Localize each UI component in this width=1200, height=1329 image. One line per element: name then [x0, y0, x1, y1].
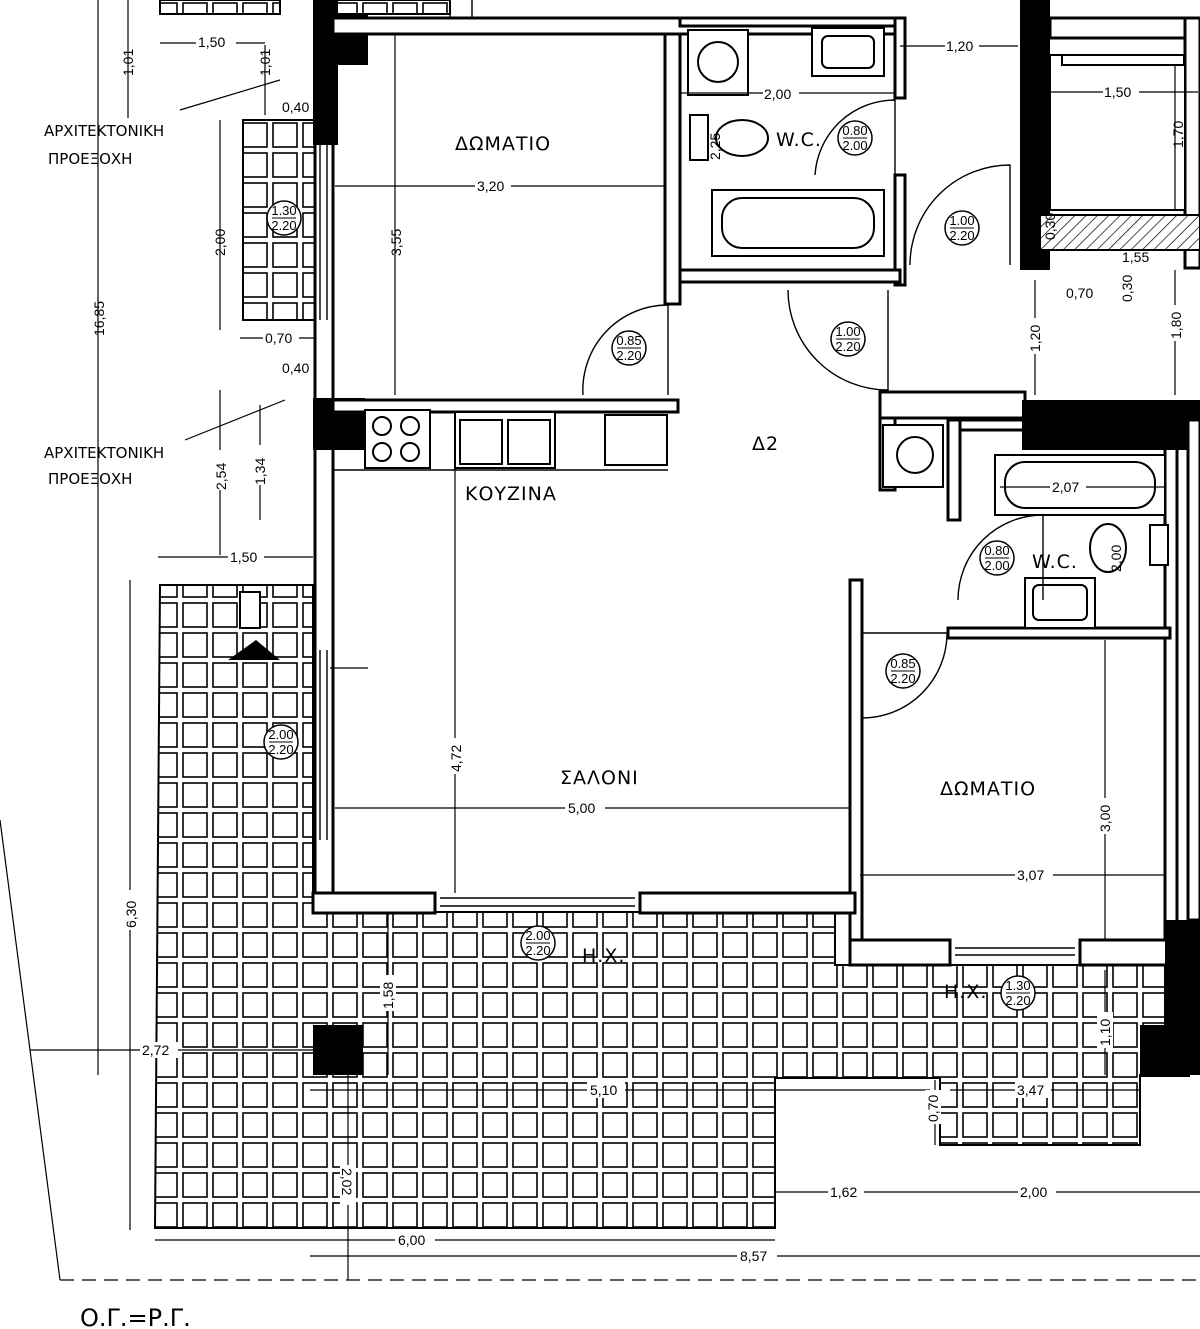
dim-label: 0,70 [265, 330, 292, 346]
dim-label: 1,01 [120, 49, 136, 76]
dim-label: 1,20 [946, 38, 973, 54]
dim-label: 2,72 [142, 1042, 169, 1058]
dim-label: 2,25 [707, 133, 723, 160]
dim-label: 8,57 [740, 1248, 767, 1264]
dim-label: 1,10 [1097, 1019, 1113, 1046]
opening-width: 1.00 [949, 213, 974, 228]
opening-marker: 2.00 2.20 [520, 925, 556, 961]
opening-height: 2.20 [949, 228, 974, 243]
opening-marker: 2.00 2.20 [263, 724, 299, 760]
room-label-wc-2: W.C. [1032, 551, 1078, 573]
opening-marker: 0.85 2.20 [611, 330, 647, 366]
opening-marker: 1.30 2.20 [266, 200, 302, 236]
dim-label: 5,00 [568, 800, 595, 816]
dimension-labels: 1,01 1,50 1,01 0,40 1,20 2,00 2,25 1,50 … [91, 34, 1186, 1264]
projection-note-2-line-2: ΠΡΟΕΞΟΧΗ [48, 470, 132, 488]
opening-width: 1.00 [835, 324, 860, 339]
dim-label: 2,07 [1052, 479, 1079, 495]
opening-height: 2.20 [890, 671, 915, 686]
toilet-1 [715, 119, 769, 157]
dim-label: 1,50 [198, 34, 225, 50]
opening-marker: 0.85 2.20 [885, 653, 921, 689]
room-label-bedroom-1: ΔΩΜΑΤΙΟ [455, 133, 551, 155]
opening-width: 1.30 [1005, 978, 1030, 993]
dim-label: 2,02 [339, 1168, 355, 1195]
dim-label: 3,55 [388, 229, 404, 256]
dim-label: 0,40 [282, 360, 309, 376]
room-label-hall: Δ2 [752, 433, 779, 455]
room-label-wc-1: W.C. [776, 129, 822, 151]
opening-marker: 1.30 2.20 [1000, 975, 1036, 1011]
dim-label: 0,40 [282, 99, 309, 115]
opening-height: 2.20 [616, 348, 641, 363]
fixtures [228, 27, 1186, 660]
notes: ΑΡΧΙΤΕΚΤΟΝΙΚΗ ΠΡΟΕΞΟΧΗ ΑΡΧΙΤΕΚΤΟΝΙΚΗ ΠΡΟ… [44, 122, 191, 1329]
dim-label: 6,00 [398, 1232, 425, 1248]
dim-label: 1,01 [257, 49, 273, 76]
opening-height: 2.20 [271, 218, 296, 233]
opening-height: 2.00 [984, 558, 1009, 573]
opening-markers: 1.30 2.20 0.85 2.20 0.80 2.00 1.00 2.20 … [263, 120, 1036, 1011]
dim-label: 0,30 [1119, 275, 1135, 302]
projection-note-2-line-1: ΑΡΧΙΤΕΚΤΟΝΙΚΗ [44, 444, 164, 462]
dim-label: 1,80 [1168, 312, 1184, 339]
dim-label: 2,54 [213, 463, 229, 490]
door-swings [582, 99, 1044, 719]
opening-width: 0.80 [984, 543, 1009, 558]
opening-width: 0.85 [616, 333, 641, 348]
dim-label: 0,70 [1066, 285, 1093, 301]
room-labels: ΔΩΜΑΤΙΟ ΚΟΥΖΙΝΑ ΣΑΛΟΝΙ Δ2 ΔΩΜΑΤΙΟ W.C. W… [455, 129, 1078, 1003]
opening-marker: 0.80 2.00 [837, 120, 873, 156]
opening-width: 1.30 [271, 203, 296, 218]
room-label-hx-1: Η.Χ. [582, 945, 625, 967]
dim-label: 6,30 [123, 901, 139, 928]
dim-label: 3,47 [1017, 1082, 1044, 1098]
opening-width: 2.00 [525, 928, 550, 943]
dim-label: 0,70 [925, 1095, 941, 1122]
room-label-hx-2: Η.Χ. [944, 981, 987, 1003]
dim-label: 3,20 [477, 178, 504, 194]
room-label-kitchen: ΚΟΥΖΙΝΑ [465, 483, 557, 505]
room-label-living: ΣΑΛΟΝΙ [560, 767, 639, 789]
opening-height: 2.00 [842, 138, 867, 153]
dim-label: 5,10 [590, 1082, 617, 1098]
opening-height: 2.20 [525, 943, 550, 958]
dim-label: 2,00 [1108, 545, 1124, 572]
projection-note-1-line-1: ΑΡΧΙΤΕΚΤΟΝΙΚΗ [44, 122, 164, 140]
opening-width: 0.85 [890, 656, 915, 671]
opening-marker: 1.00 2.20 [830, 321, 866, 357]
dim-label: 1,34 [252, 458, 268, 485]
dim-label: 3,07 [1017, 867, 1044, 883]
dim-label: 1,50 [230, 549, 257, 565]
opening-height: 2.20 [1005, 993, 1030, 1008]
opening-width: 2.00 [268, 727, 293, 742]
opening-height: 2.20 [835, 339, 860, 354]
toilet-2 [1089, 523, 1127, 573]
dim-label: 1,55 [1122, 249, 1149, 265]
opening-height: 2.20 [268, 742, 293, 757]
dim-label: 1,50 [1104, 84, 1131, 100]
dim-label: 1,20 [1027, 325, 1043, 352]
dim-label: 4,72 [448, 745, 464, 772]
opening-width: 0.80 [842, 123, 867, 138]
dishwasher [604, 414, 668, 466]
dim-label: 3,00 [1097, 805, 1113, 832]
opening-marker: 0.80 2.00 [979, 540, 1015, 576]
dim-label: 2,00 [1020, 1184, 1047, 1200]
dim-label: 1,58 [380, 982, 396, 1009]
dim-label: 16,85 [91, 301, 107, 336]
dim-label: 1,62 [830, 1184, 857, 1200]
room-label-bedroom-2: ΔΩΜΑΤΙΟ [940, 778, 1036, 800]
cooktop [364, 409, 431, 469]
projection-note-1-line-2: ΠΡΟΕΞΟΧΗ [48, 150, 132, 168]
opening-marker: 1.00 2.20 [944, 210, 980, 246]
dim-label: 1,70 [1170, 121, 1186, 148]
toilet-tank-1 [689, 114, 709, 161]
dim-label: 0,30 [1042, 213, 1058, 240]
dim-label: 2,00 [212, 229, 228, 256]
footer-note: Ο.Γ.=Ρ.Γ. [80, 1304, 191, 1329]
dim-label: 2,00 [764, 86, 791, 102]
walls [311, 0, 1200, 1077]
